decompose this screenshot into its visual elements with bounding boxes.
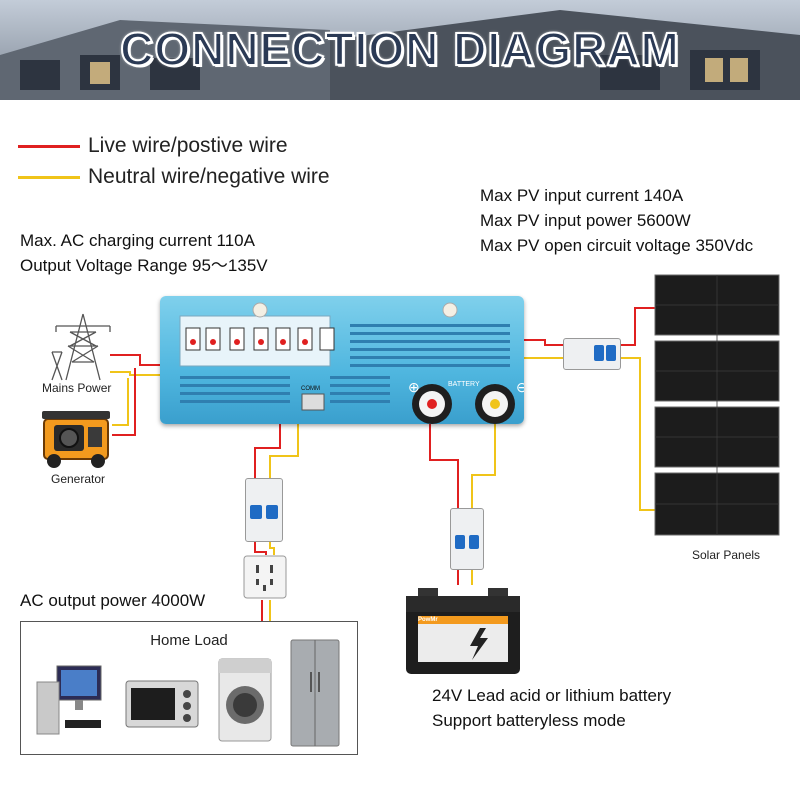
neutral-wire-legend-line: [18, 176, 80, 179]
ac-spec-voltage: Output Voltage Range 95～135V: [20, 256, 268, 275]
generator-icon: [42, 411, 110, 468]
pv-breaker: [563, 338, 621, 370]
power-tower-icon: [51, 313, 111, 381]
pv-negative-wire-right: [618, 357, 655, 511]
battery-breaker: [450, 508, 484, 570]
socket-neutral-wire: [269, 540, 275, 555]
ac-output-power-label: AC output power 4000W: [20, 591, 206, 610]
wall-socket-icon: [243, 555, 287, 599]
home-load-box: Home Load: [20, 621, 358, 755]
pv-specs: Max PV input current 140A Max PV input p…: [480, 183, 753, 258]
ac-output-breaker: [245, 478, 283, 542]
generator-label: Generator: [51, 472, 106, 486]
oven-icon: [125, 680, 199, 728]
battery-positive-wire: [429, 405, 459, 508]
svg-text:⊖: ⊖: [516, 379, 524, 395]
socket-live-wire: [254, 540, 267, 555]
ac-spec-charging: Max. AC charging current 110A: [20, 231, 255, 250]
battery-brand-label: PowMr: [418, 617, 438, 623]
pv-positive-wire-left: [520, 339, 563, 346]
refrigerator-icon: [290, 639, 340, 747]
pv-spec-power: Max PV input power 5600W: [480, 211, 691, 230]
pv-spec-voltage: Max PV open circuit voltage 350Vdc: [480, 236, 754, 255]
battery-spec-type: 24V Lead acid or lithium battery: [432, 686, 672, 705]
comm-port-label: COMM: [301, 386, 320, 392]
home-load-title: Home Load: [150, 632, 228, 649]
inverter-panel-graphics: ⊕ ⊖: [179, 302, 524, 424]
pv-spec-current: Max PV input current 140A: [480, 186, 684, 205]
solar-inverter: ⊕ ⊖ COMM BATTERY: [160, 296, 524, 424]
computer-icon: [36, 665, 102, 735]
solar-panel-icon: [654, 274, 780, 536]
battery-spec-mode: Support batteryless mode: [432, 711, 626, 730]
ac-specs: Max. AC charging current 110A Output Vol…: [20, 228, 268, 278]
svg-text:⊕: ⊕: [408, 379, 420, 395]
building-background-illustration: [0, 0, 800, 100]
washing-machine-icon: [218, 658, 272, 742]
generator-neutral-wire: [112, 378, 129, 426]
live-wire-legend-label: Live wire/postive wire: [88, 134, 288, 157]
battery-specs: 24V Lead acid or lithium battery Support…: [432, 683, 671, 733]
pv-positive-wire-right: [618, 307, 655, 346]
header-banner: CONNECTION DIAGRAM: [0, 0, 800, 100]
solar-panels-label: Solar Panels: [692, 548, 761, 562]
battery-icon: [406, 588, 520, 674]
page-title: CONNECTION DIAGRAM: [119, 22, 680, 76]
live-wire-legend-line: [18, 145, 80, 148]
generator-live-wire: [112, 368, 136, 436]
battery-port-label: BATTERY: [448, 381, 480, 388]
mains-power-label: Mains Power: [42, 381, 112, 395]
neutral-wire-legend-label: Neutral wire/negative wire: [88, 165, 330, 188]
battery-negative-wire: [471, 405, 496, 508]
